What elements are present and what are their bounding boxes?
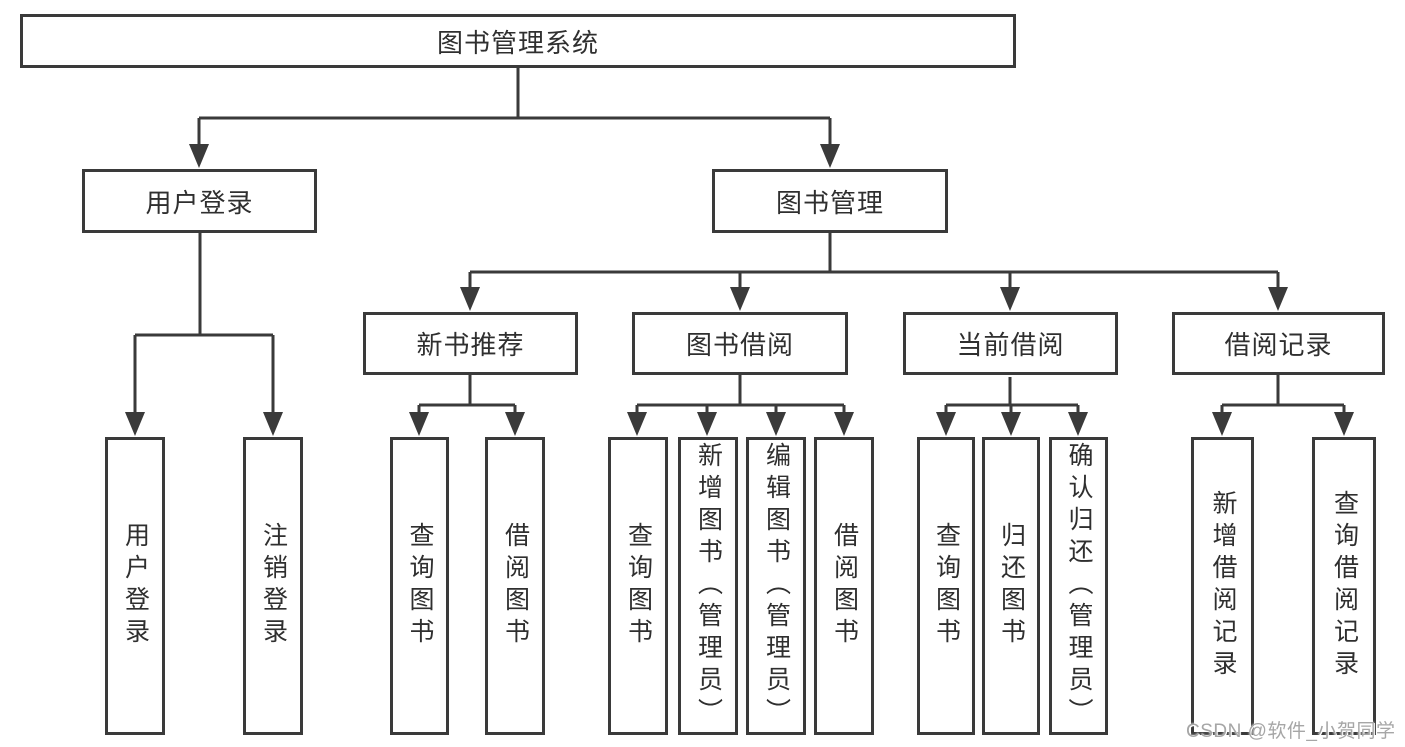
- node-book-management: 图书管理: [712, 169, 948, 233]
- leaf-query-borrow-record: 查询借阅记录: [1312, 437, 1376, 735]
- connector-path: [133, 68, 1346, 416]
- node-user-login: 用户登录: [82, 169, 317, 233]
- arrow-heads: [125, 144, 1354, 436]
- node-book-borrowing: 图书借阅: [632, 312, 848, 375]
- leaf-confirm-return-admin: 确认归还（管理员）: [1049, 437, 1108, 735]
- leaf-add-book-admin: 新增图书（管理员）: [678, 437, 738, 735]
- leaf-query-books-recommend: 查询图书: [390, 437, 449, 735]
- node-current-borrowing: 当前借阅: [903, 312, 1118, 375]
- leaf-logout: 注销登录: [243, 437, 303, 735]
- leaf-return-books: 归还图书: [982, 437, 1040, 735]
- node-new-book-recommendation: 新书推荐: [363, 312, 578, 375]
- leaf-user-login: 用户登录: [105, 437, 165, 735]
- leaf-add-borrow-record: 新增借阅记录: [1191, 437, 1254, 735]
- leaf-query-books-borrow: 查询图书: [608, 437, 668, 735]
- node-library-system: 图书管理系统: [20, 14, 1016, 68]
- node-borrowing-records: 借阅记录: [1172, 312, 1385, 375]
- csdn-watermark: CSDN @软件_小贺同学: [1186, 721, 1396, 742]
- leaf-borrow-books: 借阅图书: [814, 437, 874, 735]
- leaf-edit-book-admin: 编辑图书（管理员）: [746, 437, 806, 735]
- leaf-query-books-current: 查询图书: [917, 437, 975, 735]
- leaf-borrow-books-recommend: 借阅图书: [485, 437, 545, 735]
